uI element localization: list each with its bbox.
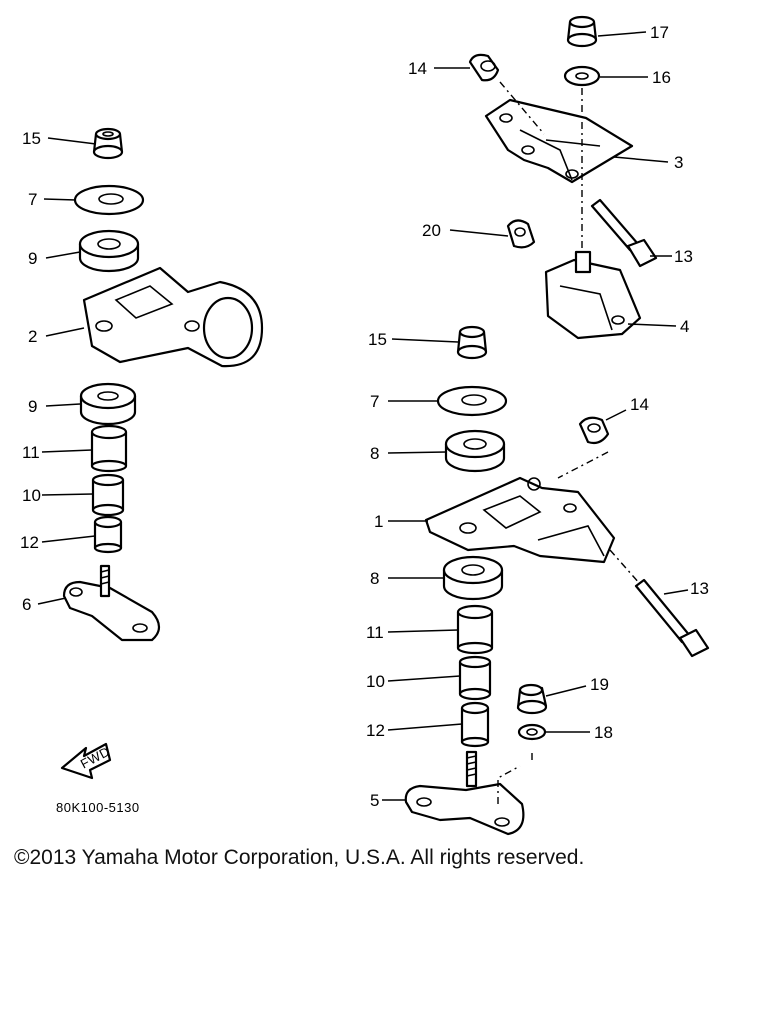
part-12-collar-left[interactable] [93,515,123,554]
callout-16: 16 [652,68,671,87]
fwd-arrow-icon: FWD [60,742,112,780]
part-19-nut[interactable] [516,683,548,715]
right-lower-assembly [404,325,710,836]
callout-1: 1 [374,512,383,531]
copyright-notice: ©2013 Yamaha Motor Corporation, U.S.A. A… [14,846,585,869]
callout-5: 5 [370,791,379,810]
part-11-collar-right[interactable] [456,604,494,655]
callout-14-lower: 14 [630,395,649,414]
left-assembly: FWD 80K100-5130 [56,127,264,815]
part-10-collar-right[interactable] [458,655,492,701]
drawing-code: 80K100-5130 [56,800,140,815]
part-15-nut-right[interactable] [456,325,488,360]
part-15-nut-left[interactable] [92,127,124,160]
callout-18: 18 [594,723,613,742]
part-14-cap-lower[interactable] [578,416,610,445]
callout-4: 4 [680,317,689,336]
part-17-nut[interactable] [566,15,598,48]
callout-15-right: 15 [368,330,387,349]
callout-labels: 15 7 9 2 9 11 10 12 6 14 17 16 3 13 20 4… [20,23,709,810]
callout-14-upper: 14 [408,59,427,78]
callout-12-left: 12 [20,533,39,552]
callout-7-left: 7 [28,190,37,209]
callout-3: 3 [674,153,683,172]
callout-13-upper: 13 [674,247,693,266]
part-14-cap-upper[interactable] [468,53,500,82]
callout-6: 6 [22,595,31,614]
callout-7-right: 7 [370,392,379,411]
callout-17: 17 [650,23,669,42]
part-10-collar-left[interactable] [91,473,125,517]
part-8-rubber-upper-right[interactable] [444,429,506,473]
callout-11-right: 11 [366,623,384,642]
callout-9-upper-left: 9 [28,249,37,268]
callout-8-lower-right: 8 [370,569,379,588]
callout-11-left: 11 [22,443,40,462]
part-3-bracket[interactable] [484,98,634,184]
callout-10-right: 10 [366,672,385,691]
part-11-collar-left[interactable] [90,424,128,473]
part-8-rubber-lower-right[interactable] [442,555,504,601]
part-18-washer[interactable] [517,723,547,741]
centerline-19 [497,750,533,804]
centerline-14-lower [557,451,609,479]
part-12-collar-right[interactable] [460,701,490,748]
leader-lines [37,31,689,801]
part-4-mount[interactable] [544,250,642,340]
callout-8-upper-right: 8 [370,444,379,463]
callout-10-left: 10 [22,486,41,505]
centerline-13-lower [609,549,641,585]
callout-12-right: 12 [366,721,385,740]
right-upper-assembly [468,15,658,340]
part-16-washer[interactable] [563,65,601,87]
callout-15-left: 15 [22,129,41,148]
part-6-plate-left[interactable] [62,564,161,642]
part-5-plate-right[interactable] [404,750,525,836]
part-13-bolt-upper[interactable] [590,198,658,268]
centerline-14 [499,81,545,135]
callout-9-lower-left: 9 [28,397,37,416]
callout-19: 19 [590,675,609,694]
part-2-bracket-left[interactable] [82,266,264,368]
part-9-rubber-upper-left[interactable] [78,229,140,273]
part-7-washer-right[interactable] [436,385,508,417]
callout-2: 2 [28,327,37,346]
part-7-washer-left[interactable] [73,184,145,216]
callout-20: 20 [422,221,441,240]
part-1-bracket[interactable] [424,476,616,564]
part-9-rubber-lower-left[interactable] [79,382,137,426]
callout-13-lower: 13 [690,579,709,598]
part-13-bolt-lower[interactable] [634,578,710,658]
part-20-nut[interactable] [506,219,536,249]
